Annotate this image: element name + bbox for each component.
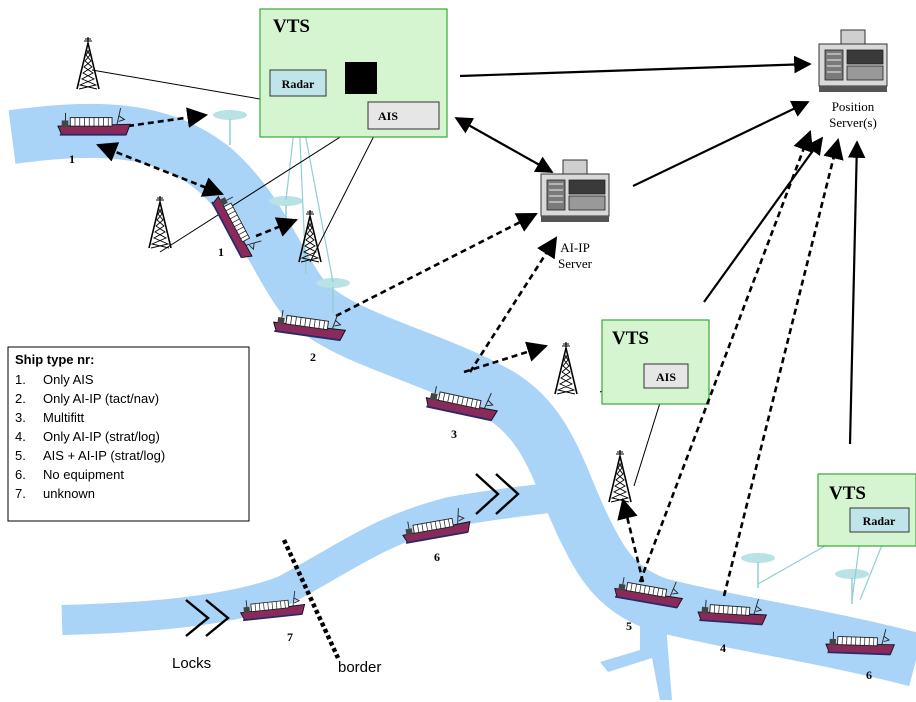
border-label: border: [338, 659, 381, 676]
legend-item-number: 7.: [15, 486, 26, 501]
radar-box-label: Radar: [282, 77, 315, 91]
legend-item-text: unknown: [43, 486, 95, 501]
border-line: [281, 539, 341, 659]
legend-item-text: AIS + AI-IP (strat/log): [43, 448, 165, 463]
legend-item-number: 4.: [15, 429, 26, 444]
ship-number: 6: [434, 550, 440, 564]
legend: Ship type nr: 1. Only AIS 2. Only AI-IP …: [7, 346, 250, 522]
vts-title: VTS: [829, 483, 866, 504]
legend-item-number: 6.: [15, 467, 26, 482]
position-server-label-line1: Position: [832, 99, 875, 114]
locks-label: Locks: [172, 655, 211, 672]
ship-number: 1: [218, 245, 224, 259]
dashed-arrows: [96, 107, 844, 597]
monitor-icon: [345, 62, 377, 94]
vts-title: VTS: [273, 16, 310, 37]
radar-box-label: Radar: [863, 514, 896, 528]
ais-box-label: AIS: [656, 370, 676, 384]
ais-tower-icon: [608, 449, 632, 503]
legend-title: Ship type nr:: [15, 352, 94, 367]
ship-number: 3: [451, 427, 457, 441]
vts-station-right: VTS Radar: [817, 473, 916, 547]
locks-chevron-icon: [185, 473, 520, 637]
solid-arrows: [454, 55, 866, 445]
legend-item-number: 5.: [15, 448, 26, 463]
legend-item-text: Only AI-IP (strat/log): [43, 429, 160, 444]
ais-tower-icon: [76, 36, 100, 90]
legend-item-number: 3.: [15, 410, 26, 425]
aiip-server-label-line1: AI-IP: [560, 240, 590, 255]
ais-tower-icon: [148, 195, 172, 249]
vts-title: VTS: [612, 328, 649, 349]
position-server-icon: [818, 29, 888, 93]
ship-number: 6: [866, 668, 872, 682]
ship-number: 7: [287, 630, 293, 644]
legend-item-text: Only AI-IP (tact/nav): [43, 391, 159, 406]
legend-item-number: 2.: [15, 391, 26, 406]
position-server-label-line2: Server(s): [829, 115, 877, 130]
ais-tower-icon: [554, 341, 578, 395]
river-branch: [61, 482, 559, 635]
ship-number: 4: [720, 641, 726, 655]
aiip-server-label-line2: Server: [558, 256, 593, 271]
vts-station-middle: VTS AIS: [601, 319, 710, 405]
aiip-server-icon: [540, 159, 610, 223]
ais-box-label: AIS: [378, 109, 398, 123]
legend-item-text: No equipment: [43, 467, 124, 482]
ship-number: 5: [626, 619, 632, 633]
legend-item-text: Multifitt: [43, 410, 85, 425]
ship-number: 1: [69, 152, 75, 166]
radar-antenna-icon: [740, 552, 776, 589]
legend-item-number: 1.: [15, 372, 26, 387]
legend-item-text: Only AIS: [43, 372, 94, 387]
ship-number: 2: [310, 350, 316, 364]
vts-station-main: VTS Radar AIS: [259, 8, 448, 138]
